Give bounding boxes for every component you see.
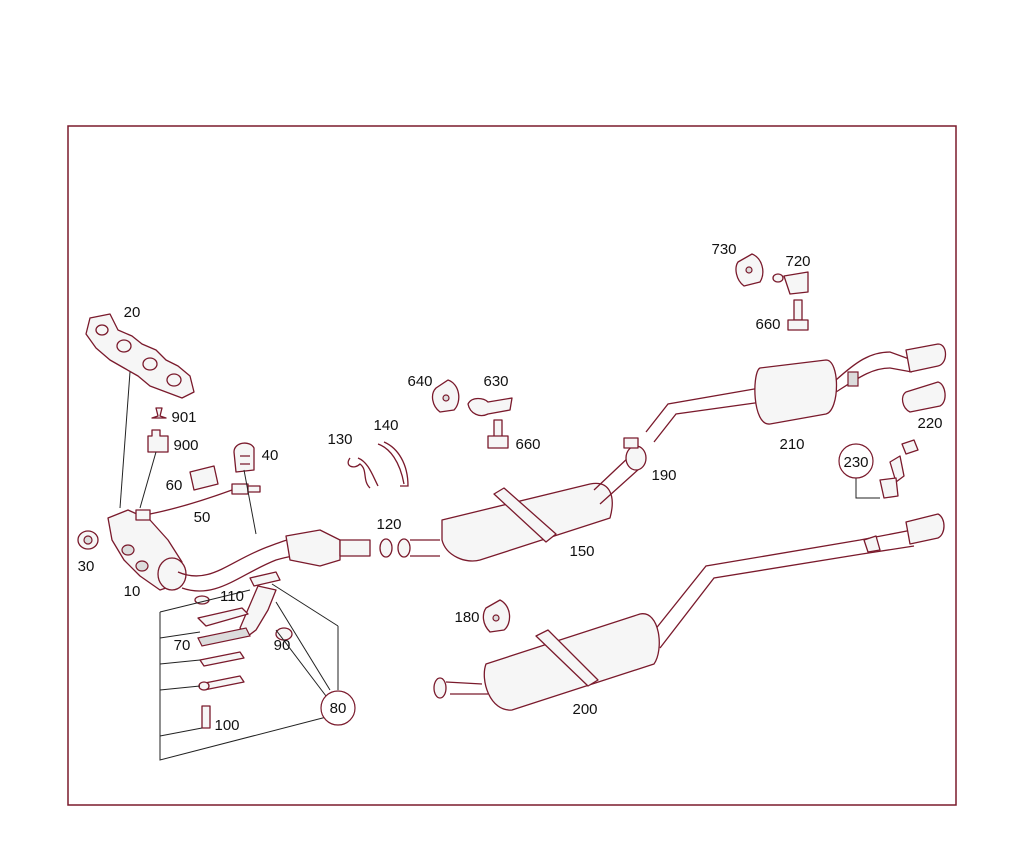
label-210[interactable]: 210 [779, 436, 804, 453]
label-180[interactable]: 180 [454, 609, 479, 626]
label-10[interactable]: 10 [124, 583, 141, 600]
leader-40 [243, 469, 257, 535]
leader-230 [855, 476, 880, 499]
label-50[interactable]: 50 [194, 509, 211, 526]
callout-230 [838, 443, 874, 479]
part-bracket-720[interactable] [772, 271, 809, 295]
label-720[interactable]: 720 [785, 253, 810, 270]
part-hanger-130[interactable] [347, 457, 379, 489]
part-muffler-150[interactable] [410, 455, 641, 562]
label-150[interactable]: 150 [569, 543, 594, 560]
part-clamp-190[interactable] [623, 437, 647, 471]
label-230[interactable]: 230 [843, 454, 868, 471]
leader-900 [139, 451, 157, 509]
label-640[interactable]: 640 [407, 373, 432, 390]
part-manifold-10[interactable] [107, 509, 187, 591]
part-front-pipe[interactable] [177, 529, 371, 592]
label-660-top[interactable]: 660 [755, 316, 780, 333]
part-rubber-mount-180[interactable] [482, 599, 511, 633]
part-hanger-140[interactable] [377, 441, 409, 487]
leaders-80-group [159, 583, 339, 761]
part-tip-220[interactable] [901, 381, 946, 413]
part-sensor-230[interactable] [879, 439, 919, 499]
label-200[interactable]: 200 [572, 701, 597, 718]
part-muffler-210[interactable] [645, 343, 947, 443]
label-70[interactable]: 70 [174, 637, 191, 654]
part-gasket-20[interactable] [85, 313, 195, 399]
part-nut-30[interactable] [77, 530, 99, 550]
label-110[interactable]: 110 [220, 588, 244, 605]
label-30[interactable]: 30 [78, 558, 95, 575]
label-40[interactable]: 40 [262, 447, 279, 464]
leader-20 [119, 371, 131, 509]
part-rear-section-200[interactable] [433, 513, 945, 711]
diagram-frame [67, 125, 957, 806]
part-rubber-mount-730[interactable] [735, 253, 764, 287]
part-ring-120[interactable] [379, 538, 411, 558]
callout-80 [320, 690, 356, 726]
label-220[interactable]: 220 [917, 415, 942, 432]
label-900[interactable]: 900 [173, 437, 198, 454]
part-clamp-40[interactable] [233, 442, 255, 473]
part-bracket-630[interactable] [467, 397, 513, 417]
label-660-mid[interactable]: 660 [515, 436, 540, 453]
part-sensor-50[interactable] [135, 483, 261, 521]
part-bracket-60[interactable] [189, 465, 219, 491]
label-60[interactable]: 60 [166, 477, 183, 494]
part-connector-900[interactable] [147, 429, 169, 453]
label-140[interactable]: 140 [373, 417, 398, 434]
label-20[interactable]: 20 [124, 304, 141, 321]
label-80[interactable]: 80 [330, 700, 347, 717]
label-90[interactable]: 90 [274, 637, 291, 654]
label-130[interactable]: 130 [327, 431, 352, 448]
label-901[interactable]: 901 [171, 409, 196, 426]
label-100[interactable]: 100 [214, 717, 239, 734]
label-120[interactable]: 120 [376, 516, 401, 533]
part-bolt-660-top[interactable] [787, 299, 809, 331]
label-630[interactable]: 630 [483, 373, 508, 390]
part-bracket-hardware[interactable] [194, 571, 293, 729]
part-rubber-mount-640[interactable] [431, 379, 460, 413]
part-cap-901[interactable] [151, 407, 167, 419]
label-190[interactable]: 190 [651, 467, 676, 484]
part-bolt-660-mid[interactable] [487, 419, 509, 449]
label-730[interactable]: 730 [711, 241, 736, 258]
